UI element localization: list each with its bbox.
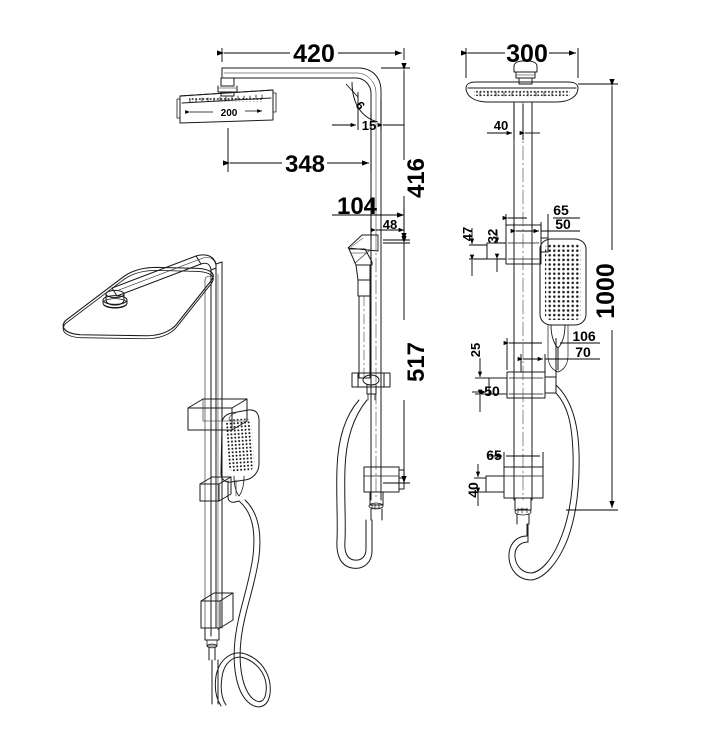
side-elevation-view (465, 60, 587, 581)
dimension-348: 348 (285, 151, 325, 178)
dimension-416: 416 (403, 158, 430, 198)
dimension-1000: 1000 (592, 263, 620, 319)
side-hose (508, 384, 580, 581)
dimension-300: 300 (506, 40, 548, 68)
front-shower-head (176, 89, 277, 124)
dimension-420: 420 (293, 40, 335, 68)
side-riser-rail (513, 101, 533, 501)
front-slider-clamp (351, 372, 391, 401)
dimension-40-bottom: 40 (465, 482, 481, 498)
front-elevation-view (176, 67, 405, 569)
front-hand-shower (347, 234, 379, 379)
dimension-25: 25 (468, 343, 483, 357)
side-hand-shower (539, 238, 587, 373)
front-shower-arm (221, 67, 382, 237)
front-riser-rail (370, 235, 382, 501)
iso-lower-bracket (200, 592, 234, 661)
dimension-47: 47 (460, 227, 475, 241)
front-diverter-block (363, 466, 405, 521)
front-arm-connector (217, 77, 238, 97)
dimension-40-top: 40 (494, 118, 508, 133)
dimension-65-upper: 65 (553, 202, 569, 218)
iso-mid-clamp (199, 476, 232, 502)
iso-shower-arm (111, 254, 223, 297)
dimension-70: 70 (575, 344, 591, 360)
isometric-view (62, 254, 271, 708)
iso-arm-connector (102, 289, 128, 309)
iso-hand-shower-handle (227, 479, 240, 503)
iso-hand-shower (220, 409, 260, 497)
iso-overhead-shower-head (62, 266, 214, 340)
dimension-65-bottom: 65 (486, 447, 502, 463)
dimension-lines (185, 48, 618, 511)
dimension-48: 48 (383, 217, 397, 232)
dimension-50-lower: 50 (484, 383, 500, 399)
dimension-200: 200 (221, 108, 238, 119)
side-bottom-outlet (485, 466, 544, 525)
dimension-104: 104 (337, 193, 378, 220)
dimension-32: 32 (485, 229, 500, 243)
dimension-50-upper: 50 (555, 216, 571, 232)
iso-riser-rail (204, 271, 223, 641)
side-arm-connector (513, 60, 538, 85)
dimension-labels: 420 200 6 15 348 104 48 416 517 300 40 4… (221, 40, 620, 498)
dimension-517: 517 (403, 342, 430, 382)
side-shower-head (465, 81, 579, 103)
front-hose (336, 399, 373, 569)
dimension-106: 106 (572, 328, 596, 344)
iso-hose (211, 499, 271, 708)
dimension-15: 15 (362, 118, 376, 133)
